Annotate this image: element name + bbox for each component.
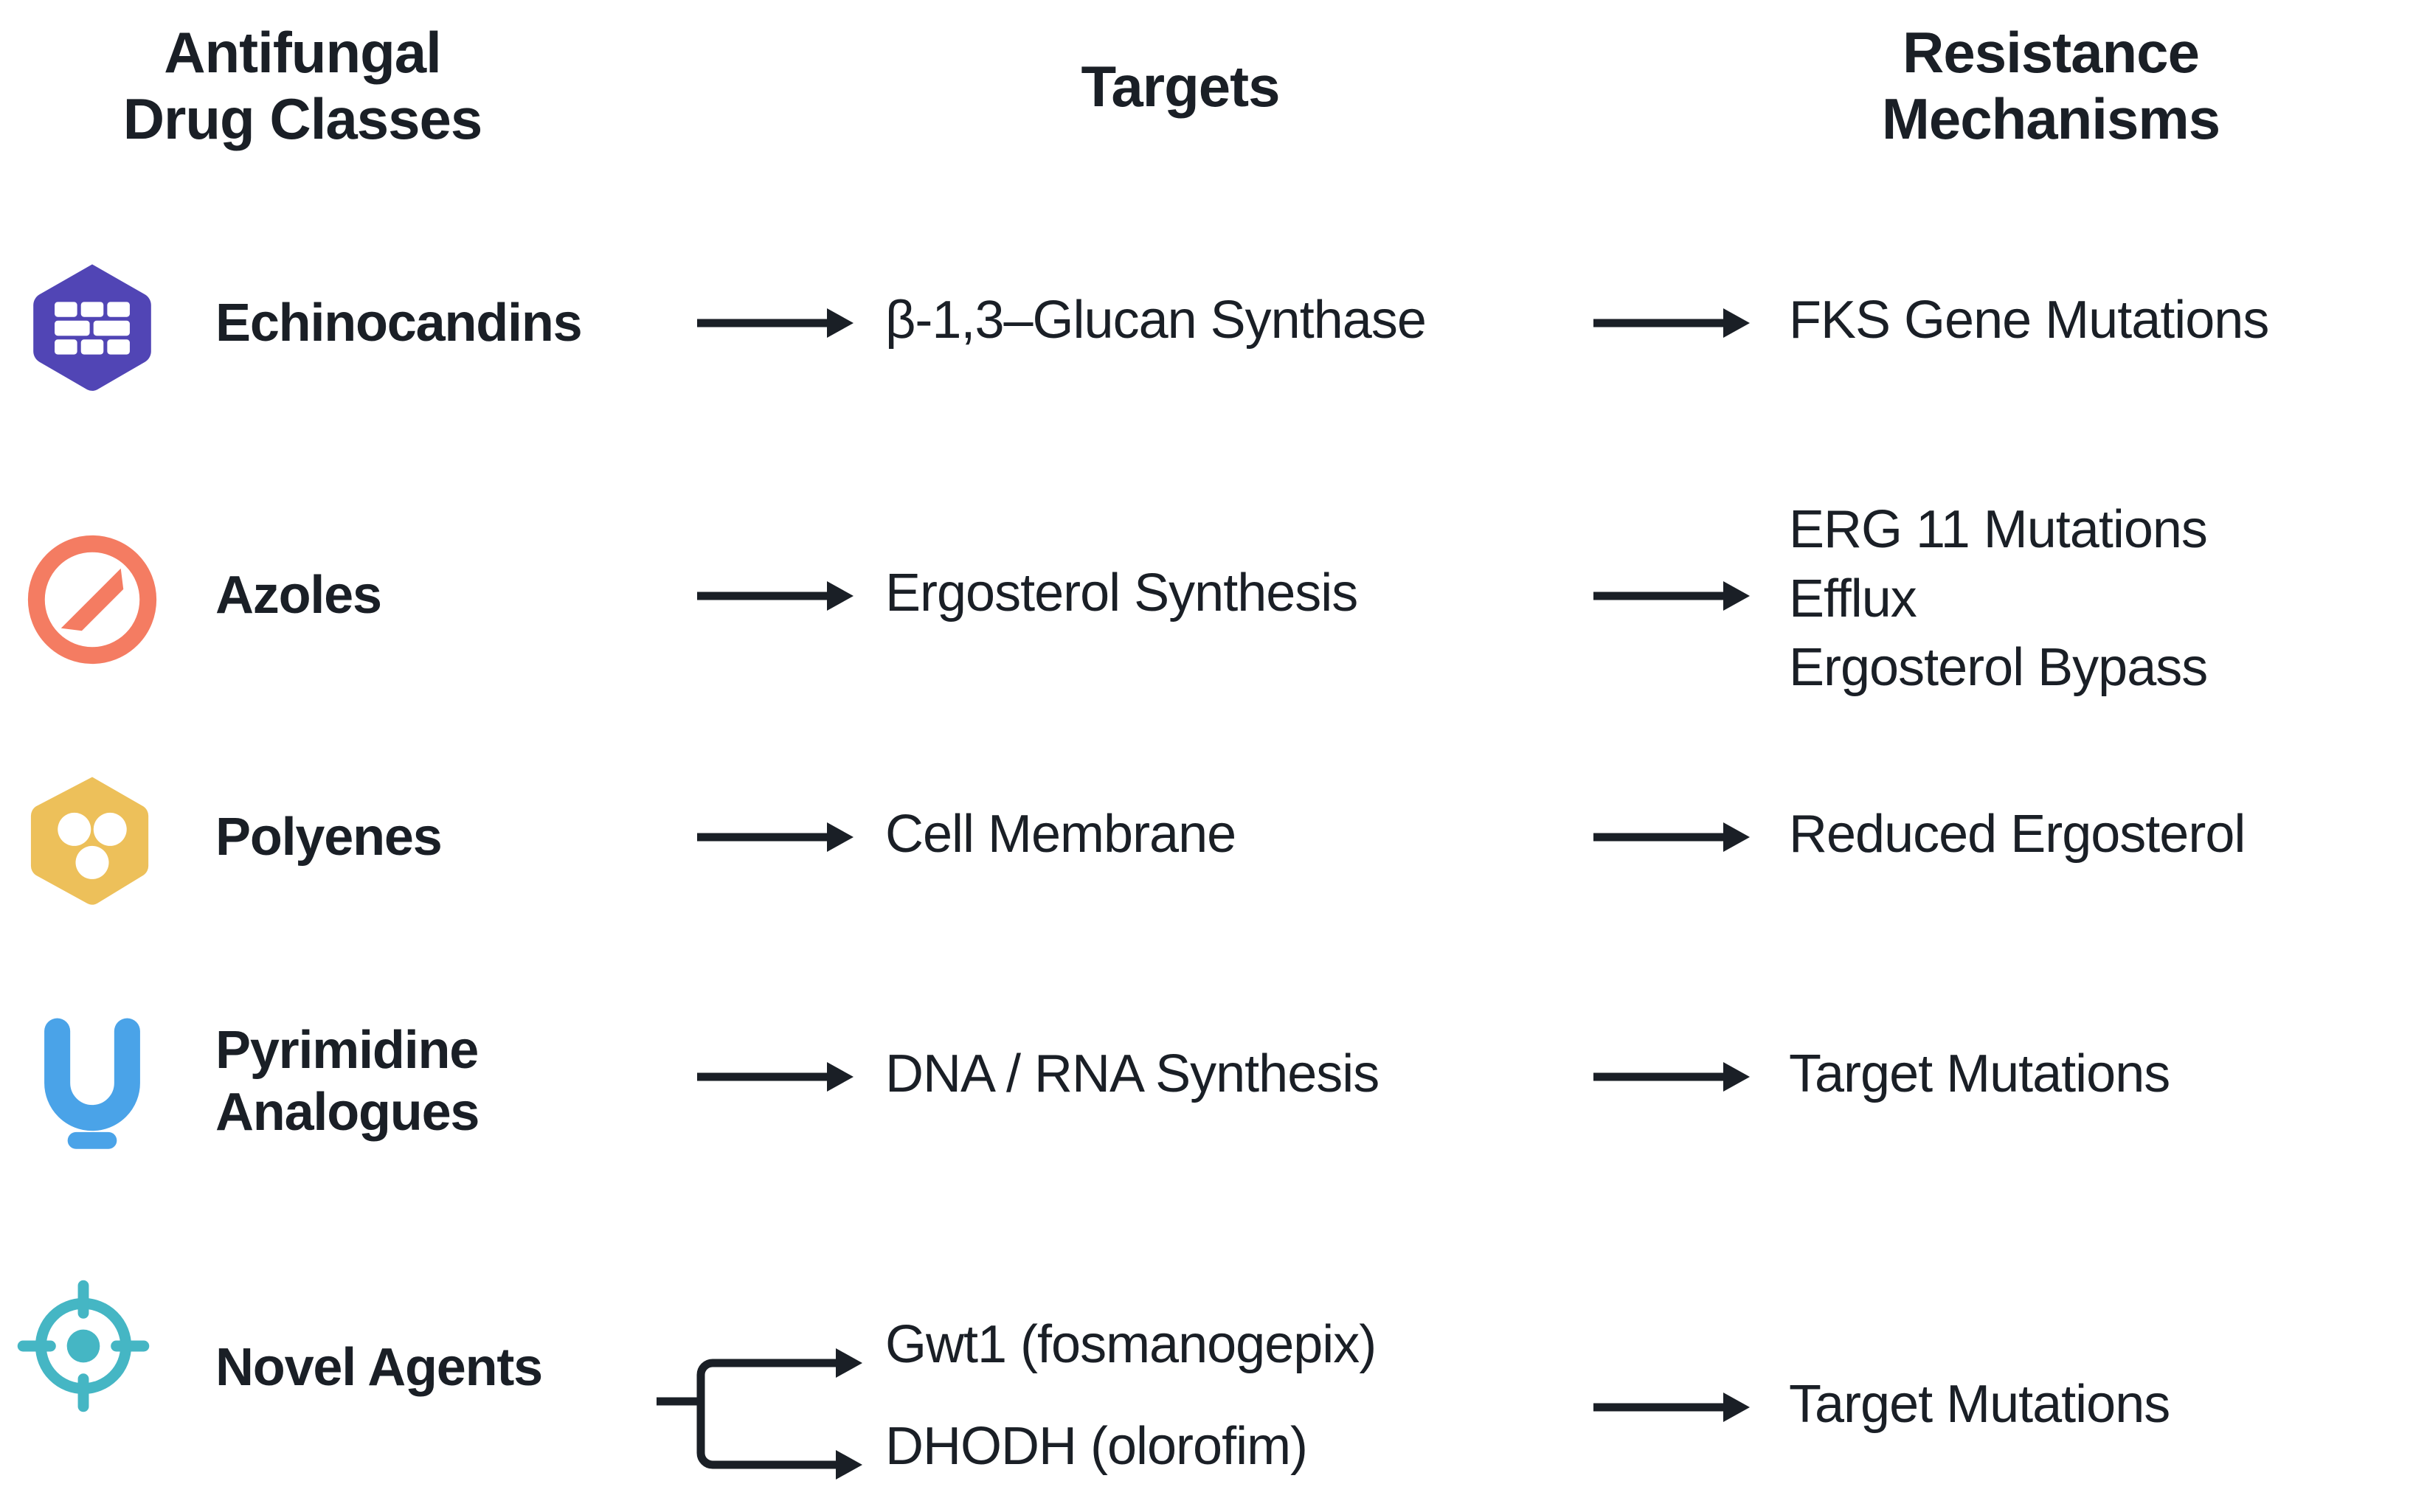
arrow-azoles-to-resistance <box>1593 574 1752 625</box>
diagram-row-azoles: Azoles Ergosterol Synthesis ERG 11 Mutat… <box>0 500 2413 752</box>
arrow-echinocandins-to-target <box>697 301 856 353</box>
diagram-row-polyenes: Polyenes Cell Membrane Reduced Ergostero… <box>0 771 2413 926</box>
column-header-resistance-mechanisms: Resistance Mechanisms <box>1881 20 2220 152</box>
diagram-row-novel-agents: Novel Agents Gwt1 (fosmanogepix) DHODH (… <box>0 1269 2413 1512</box>
target-label-polyenes: Cell Membrane <box>885 805 1236 864</box>
prohibited-circle-icon <box>22 530 162 670</box>
column-header-targets: Targets <box>1081 54 1281 119</box>
arrow-polyenes-to-resistance <box>1593 815 1752 867</box>
brick-wall-hexagon-icon <box>22 258 162 398</box>
drug-class-label-polyenes: Polyenes <box>215 808 443 867</box>
arrow-azoles-to-target <box>697 574 856 625</box>
resistance-label-polyenes: Reduced Ergosterol <box>1789 805 2246 864</box>
letter-u-underscore-icon <box>22 1014 162 1154</box>
arrow-pyrimidine-to-target <box>697 1055 856 1106</box>
resistance-label-azoles: ERG 11 Mutations Efflux Ergosterol Bypas… <box>1789 500 2208 698</box>
drug-class-label-pyrimidine-analogues: Pyrimidine Analogues <box>215 1021 480 1142</box>
arrow-novel-to-resistance <box>1593 1385 1752 1437</box>
resistance-label-novel-agents: Target Mutations <box>1789 1375 2170 1434</box>
resistance-label-pyrimidine: Target Mutations <box>1789 1044 2170 1103</box>
target-label-novel-gwt1: Gwt1 (fosmanogepix) <box>885 1315 1377 1374</box>
drug-class-label-novel-agents: Novel Agents <box>215 1338 543 1397</box>
three-dot-hexagon-icon <box>22 771 162 911</box>
crosshair-target-icon <box>13 1276 153 1416</box>
arrow-pyrimidine-to-resistance <box>1593 1055 1752 1106</box>
diagram-row-echinocandins: Echinocandins β-1,3–Glucan Synthase FKS … <box>0 258 2413 406</box>
diagram-row-pyrimidine-analogues: Pyrimidine Analogues DNA / RNA Synthesis… <box>0 1010 2413 1195</box>
target-label-pyrimidine: DNA / RNA Synthesis <box>885 1044 1379 1103</box>
resistance-label-echinocandins: FKS Gene Mutations <box>1789 291 2269 350</box>
drug-class-label-azoles: Azoles <box>215 566 382 625</box>
drug-class-label-echinocandins: Echinocandins <box>215 294 583 353</box>
arrow-polyenes-to-target <box>697 815 856 867</box>
fork-novel-agents-to-targets <box>657 1313 870 1490</box>
arrow-echinocandins-to-resistance <box>1593 301 1752 353</box>
column-header-drug-classes: Antifungal Drug Classes <box>122 20 483 152</box>
target-label-echinocandins: β-1,3–Glucan Synthase <box>885 291 1427 350</box>
target-label-azoles: Ergosterol Synthesis <box>885 563 1358 623</box>
target-label-novel-dhodh: DHODH (olorofim) <box>885 1417 1308 1476</box>
